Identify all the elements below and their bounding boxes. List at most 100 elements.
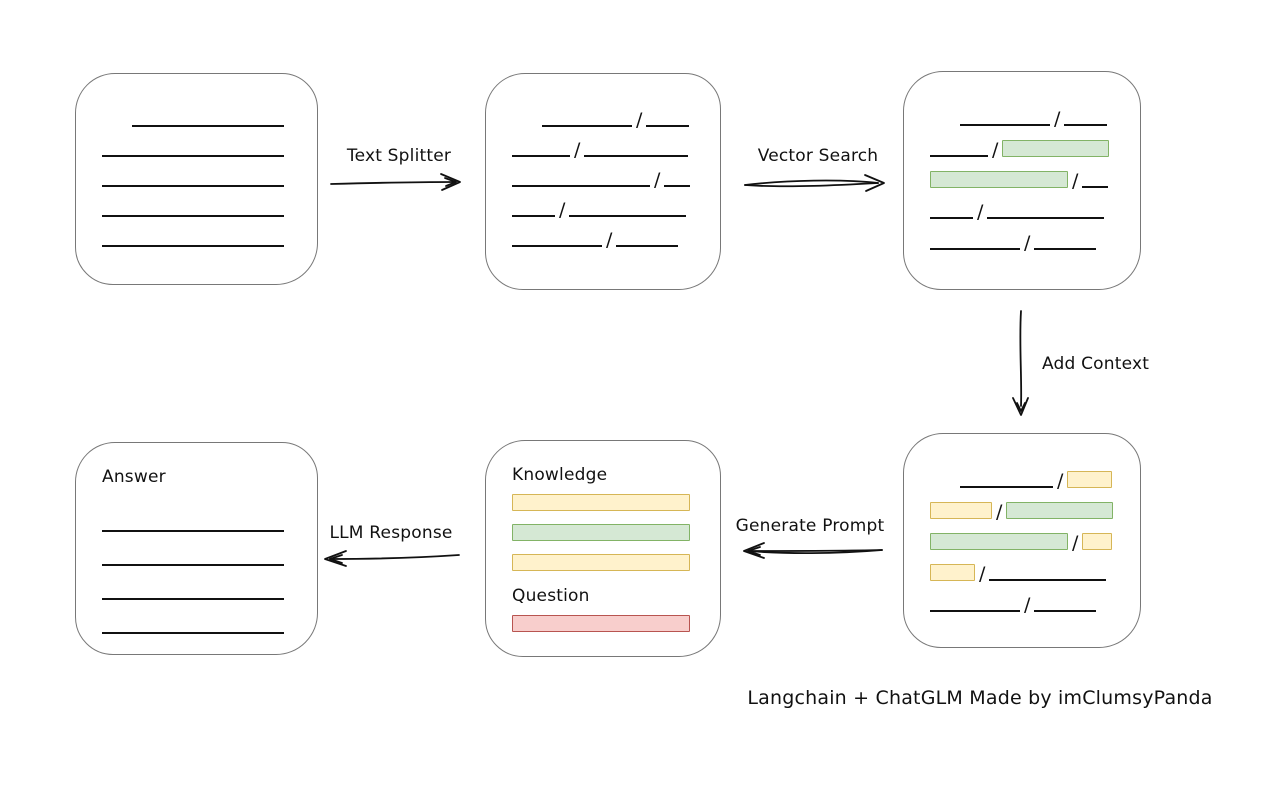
text-line (132, 125, 284, 127)
arrow-down-icon (1012, 310, 1029, 416)
slash-separator: / (1072, 170, 1079, 192)
text-line (512, 245, 602, 247)
yellow-highlight-chunk (930, 502, 992, 519)
source-document-lines (76, 74, 317, 247)
generate-prompt-arrow-group: Generate Prompt (735, 516, 885, 563)
text-line-row (102, 157, 293, 187)
matched-chunks-box: / / / / / (903, 71, 1141, 290)
slash-separator: / (1024, 232, 1031, 254)
slash-separator: / (559, 199, 566, 221)
knowledge-label: Knowledge (512, 465, 608, 485)
llm-response-label: LLM Response (329, 523, 453, 543)
vector-search-arrow-group: Vector Search (742, 146, 894, 195)
knowledge-bars (512, 486, 696, 571)
arrow-left-icon (743, 542, 883, 559)
text-line-row (102, 532, 293, 566)
prompt-content: Knowledge Question (486, 441, 720, 632)
text-line (102, 185, 284, 187)
text-line (512, 215, 555, 217)
slash-separator: / (1072, 532, 1079, 554)
text-line (1034, 248, 1097, 250)
text-line (102, 598, 284, 600)
yellow-highlight-chunk (930, 564, 975, 581)
text-line (584, 155, 689, 157)
text-line-row: / (930, 581, 1116, 616)
arrow-right-icon (744, 174, 885, 192)
yellow-highlight-chunk (1067, 471, 1113, 488)
text-line (102, 632, 284, 634)
text-line (102, 564, 284, 566)
text-line (102, 530, 284, 532)
split-chunks-lines: ///// (486, 74, 720, 251)
credit-caption: Langchain + ChatGLM Made by imClumsyPand… (747, 687, 1213, 709)
text-line-row (102, 97, 293, 127)
text-line (1082, 186, 1109, 188)
green-highlight-chunk (1006, 502, 1114, 519)
text-line (987, 217, 1105, 219)
text-line-row: / (512, 187, 696, 221)
text-line (1064, 124, 1108, 126)
slash-separator: / (606, 229, 613, 251)
text-line-row (102, 187, 293, 217)
text-line-row (102, 600, 293, 634)
text-line-row: / (512, 157, 696, 191)
text-line (102, 245, 284, 247)
text-line-row: / (930, 126, 1116, 161)
source-document-box (75, 73, 318, 285)
red-chunk-bar (512, 615, 690, 632)
green-highlight-chunk (930, 533, 1068, 550)
split-chunks-box: ///// (485, 73, 721, 290)
text-line-row (102, 127, 293, 157)
text-line (930, 610, 1020, 612)
text-line-row: / (930, 550, 1116, 585)
question-bars (512, 607, 696, 632)
text-line (542, 125, 632, 127)
answer-content: Answer (76, 443, 317, 634)
text-line-row: / (930, 95, 1116, 130)
answer-lines (102, 498, 293, 634)
text-line (1034, 610, 1097, 612)
text-line-row: / (930, 488, 1116, 522)
text-line (512, 155, 570, 157)
question-label: Question (512, 586, 590, 606)
text-line-row: / (930, 157, 1116, 192)
text-line (569, 215, 687, 217)
context-chunks-box: ///// (903, 433, 1141, 648)
text-line (960, 486, 1053, 488)
slash-separator: / (636, 109, 643, 131)
add-context-label: Add Context (1042, 353, 1150, 374)
prompt-box: Knowledge Question (485, 440, 721, 657)
llm-response-arrow-group: LLM Response (320, 523, 462, 570)
arrow-left-icon (324, 550, 460, 567)
yellow-chunk-bar (512, 554, 690, 571)
text-line-row: / (930, 457, 1116, 492)
yellow-chunk-bar (512, 494, 690, 511)
slash-separator: / (979, 563, 986, 585)
slash-separator: / (1024, 594, 1031, 616)
text-line-row: / (512, 127, 696, 160)
slash-separator: / (1054, 108, 1061, 130)
text-line-row: / (930, 519, 1116, 554)
text-line-row (102, 566, 293, 600)
slash-separator: / (654, 169, 661, 191)
text-splitter-label: Text Splitter (346, 146, 452, 166)
answer-box: Answer (75, 442, 318, 655)
generate-prompt-label: Generate Prompt (735, 516, 885, 536)
text-line (930, 217, 973, 219)
arrow-right-icon (330, 173, 461, 191)
text-line-row: / (512, 217, 696, 251)
yellow-highlight-chunk (1082, 533, 1113, 550)
slash-separator: / (1057, 470, 1064, 492)
text-line (102, 215, 284, 217)
green-highlight-chunk (930, 171, 1068, 188)
text-line-row: / (930, 188, 1116, 223)
slash-separator: / (977, 201, 984, 223)
vector-search-label: Vector Search (757, 146, 879, 166)
context-chunks-lines: ///// (904, 434, 1140, 616)
text-line-row: / (512, 97, 696, 131)
green-chunk-bar (512, 524, 690, 541)
answer-label: Answer (102, 467, 166, 487)
slash-separator: / (992, 139, 999, 161)
text-line (930, 155, 988, 157)
